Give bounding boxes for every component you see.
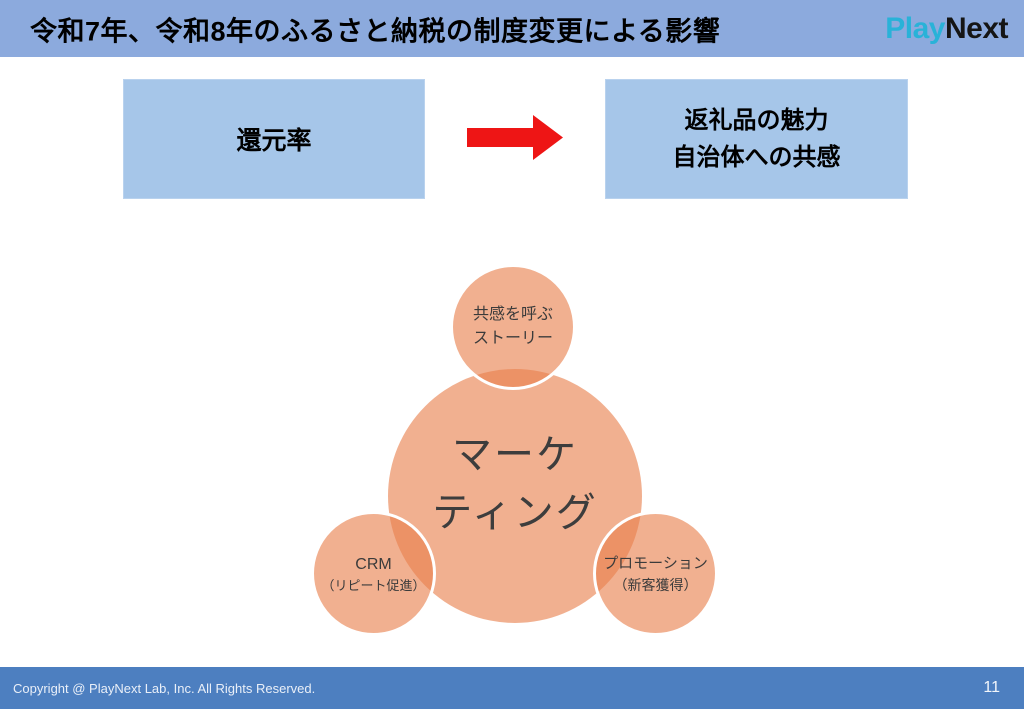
venn-top-line2: ストーリー (472, 330, 553, 347)
flow-box-return-rate-label: 還元率 (236, 127, 312, 155)
logo-play-text: Play (885, 11, 945, 45)
venn-promotion-line2: （新客獲得） (613, 576, 698, 593)
flow-box-gift-appeal-line2: 自治体への共感 (672, 144, 841, 171)
venn-bottom-right-circle-promotion: プロモーション （新客獲得） (593, 511, 718, 636)
venn-crm-line2: （リピート促進） (321, 577, 426, 593)
venn-bottom-left-circle-crm: CRM （リピート促進） (311, 511, 436, 636)
venn-top-circle-story: 共感を呼ぶ ストーリー (450, 264, 576, 390)
venn-center-line1: マーケ (452, 433, 578, 477)
logo-next-text: Next (944, 11, 1009, 45)
page-number: 11 (983, 679, 1000, 696)
venn-center-line2: ティング (432, 491, 598, 535)
slide-title: 令和7年、令和8年のふるさと納税の制度変更による影響 (30, 16, 721, 46)
slide-header: 令和7年、令和8年のふるさと納税の制度変更による影響 PlayNext (0, 0, 1024, 57)
flow-box-gift-appeal: 返礼品の魅力 自治体への共感 (605, 79, 908, 199)
venn-crm-line1: CRM (355, 555, 392, 573)
right-arrow-icon (467, 115, 563, 160)
flow-box-gift-appeal-line1: 返礼品の魅力 (684, 107, 829, 134)
venn-promotion-line1: プロモーション (603, 554, 708, 572)
flow-box-return-rate: 還元率 (123, 79, 425, 199)
slide-footer: Copyright @ PlayNext Lab, Inc. All Right… (0, 667, 1024, 709)
copyright-text: Copyright @ PlayNext Lab, Inc. All Right… (13, 680, 316, 696)
venn-top-line1: 共感を呼ぶ (472, 306, 553, 323)
playnext-logo: PlayNext (885, 12, 1008, 46)
